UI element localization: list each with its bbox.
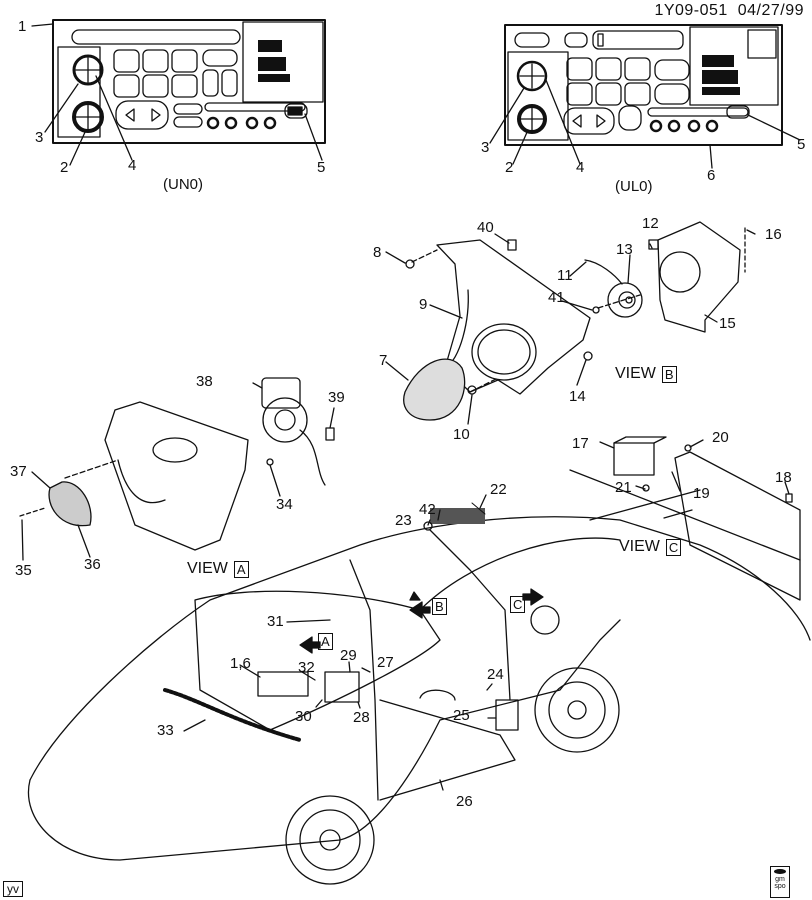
callout-4: 4 [576,159,585,176]
callout-8: 8 [373,244,382,261]
callout-11: 11 [557,267,573,284]
arrow-a-label: A [318,633,333,650]
callout-4: 4 [128,157,137,174]
view-c-drawing [569,436,801,601]
callout-2: 2 [60,159,69,176]
callout-29: 29 [340,647,357,664]
callout-7: 7 [379,352,388,369]
callout-9: 9 [419,296,428,313]
callout-6: 6 [707,167,716,184]
doc-number: 1Y09-051 [654,2,728,19]
car-drawing [27,508,811,885]
callout-41: 41 [548,289,565,306]
callout-27: 27 [377,654,394,671]
callout-33: 33 [157,722,174,739]
document-id: 1Y09-051 04/27/99 [654,2,804,20]
callout-23: 23 [395,512,412,529]
logo-pill-icon [774,869,786,874]
view-b-drawing [403,221,746,421]
view-a-label: VIEW A [187,560,249,578]
callout-1: 1 [18,18,27,35]
view-a-text: VIEW [187,560,228,577]
callout-16: 16 [765,226,782,243]
radio-un0 [52,19,326,144]
callout-36: 36 [84,556,101,573]
view-c-letter-box: C [665,538,682,556]
callout-28: 28 [353,709,370,726]
view-a-drawing [19,377,335,551]
doc-date: 04/27/99 [737,2,804,19]
view-b-text: VIEW [615,365,656,382]
view-a-letter-box: A [233,560,249,578]
callout-15: 15 [719,315,736,332]
arrow-c-label: C [510,596,526,613]
logo-text-gm: gm [775,876,785,883]
view-c-label: VIEW C [619,538,682,556]
callout-35: 35 [15,562,32,579]
view-c-text: VIEW [619,538,660,555]
callout-13: 13 [616,241,633,258]
callout-2: 2 [505,159,514,176]
gm-spo-logo: gm spo [770,866,790,898]
callout-20: 20 [712,429,729,446]
callout-5: 5 [317,159,326,176]
callout-22: 22 [490,481,507,498]
callout-34: 34 [276,496,293,513]
callout-38: 38 [196,373,213,390]
radio-ul0 [504,24,783,146]
callout-18: 18 [775,469,792,486]
callout-12: 12 [642,215,659,232]
callout-14: 14 [569,388,586,405]
callout-32: 32 [298,659,315,676]
callout-17: 17 [572,435,589,452]
callout-10: 10 [453,426,470,443]
footer-tag: yv [3,881,23,897]
logo-text-spo: spo [774,883,786,890]
callout-5: 5 [797,136,806,153]
callout-37: 37 [10,463,27,480]
radio-ul0-caption: (UL0) [615,178,653,195]
arrow-c-letter-box: C [510,596,526,613]
view-b-label: VIEW B [615,365,677,383]
arrow-a-letter-box: A [318,633,333,650]
callout-31: 31 [267,613,284,630]
callout-39: 39 [328,389,345,406]
view-b-letter-box: B [661,365,677,383]
callout-1-6: 1,6 [230,655,251,672]
arrow-b-letter-box: B [432,598,447,615]
callout-25: 25 [453,707,470,724]
callout-3: 3 [481,139,490,156]
arrow-b-label: B [432,598,447,615]
callout-40: 40 [477,219,494,236]
callout-3: 3 [35,129,44,146]
callout-24: 24 [487,666,504,683]
callout-30: 30 [295,708,312,725]
radio-un0-caption: (UN0) [163,176,203,193]
callout-26: 26 [456,793,473,810]
callout-42: 42 [419,501,436,518]
callout-19: 19 [693,485,710,502]
callout-21: 21 [615,479,632,496]
